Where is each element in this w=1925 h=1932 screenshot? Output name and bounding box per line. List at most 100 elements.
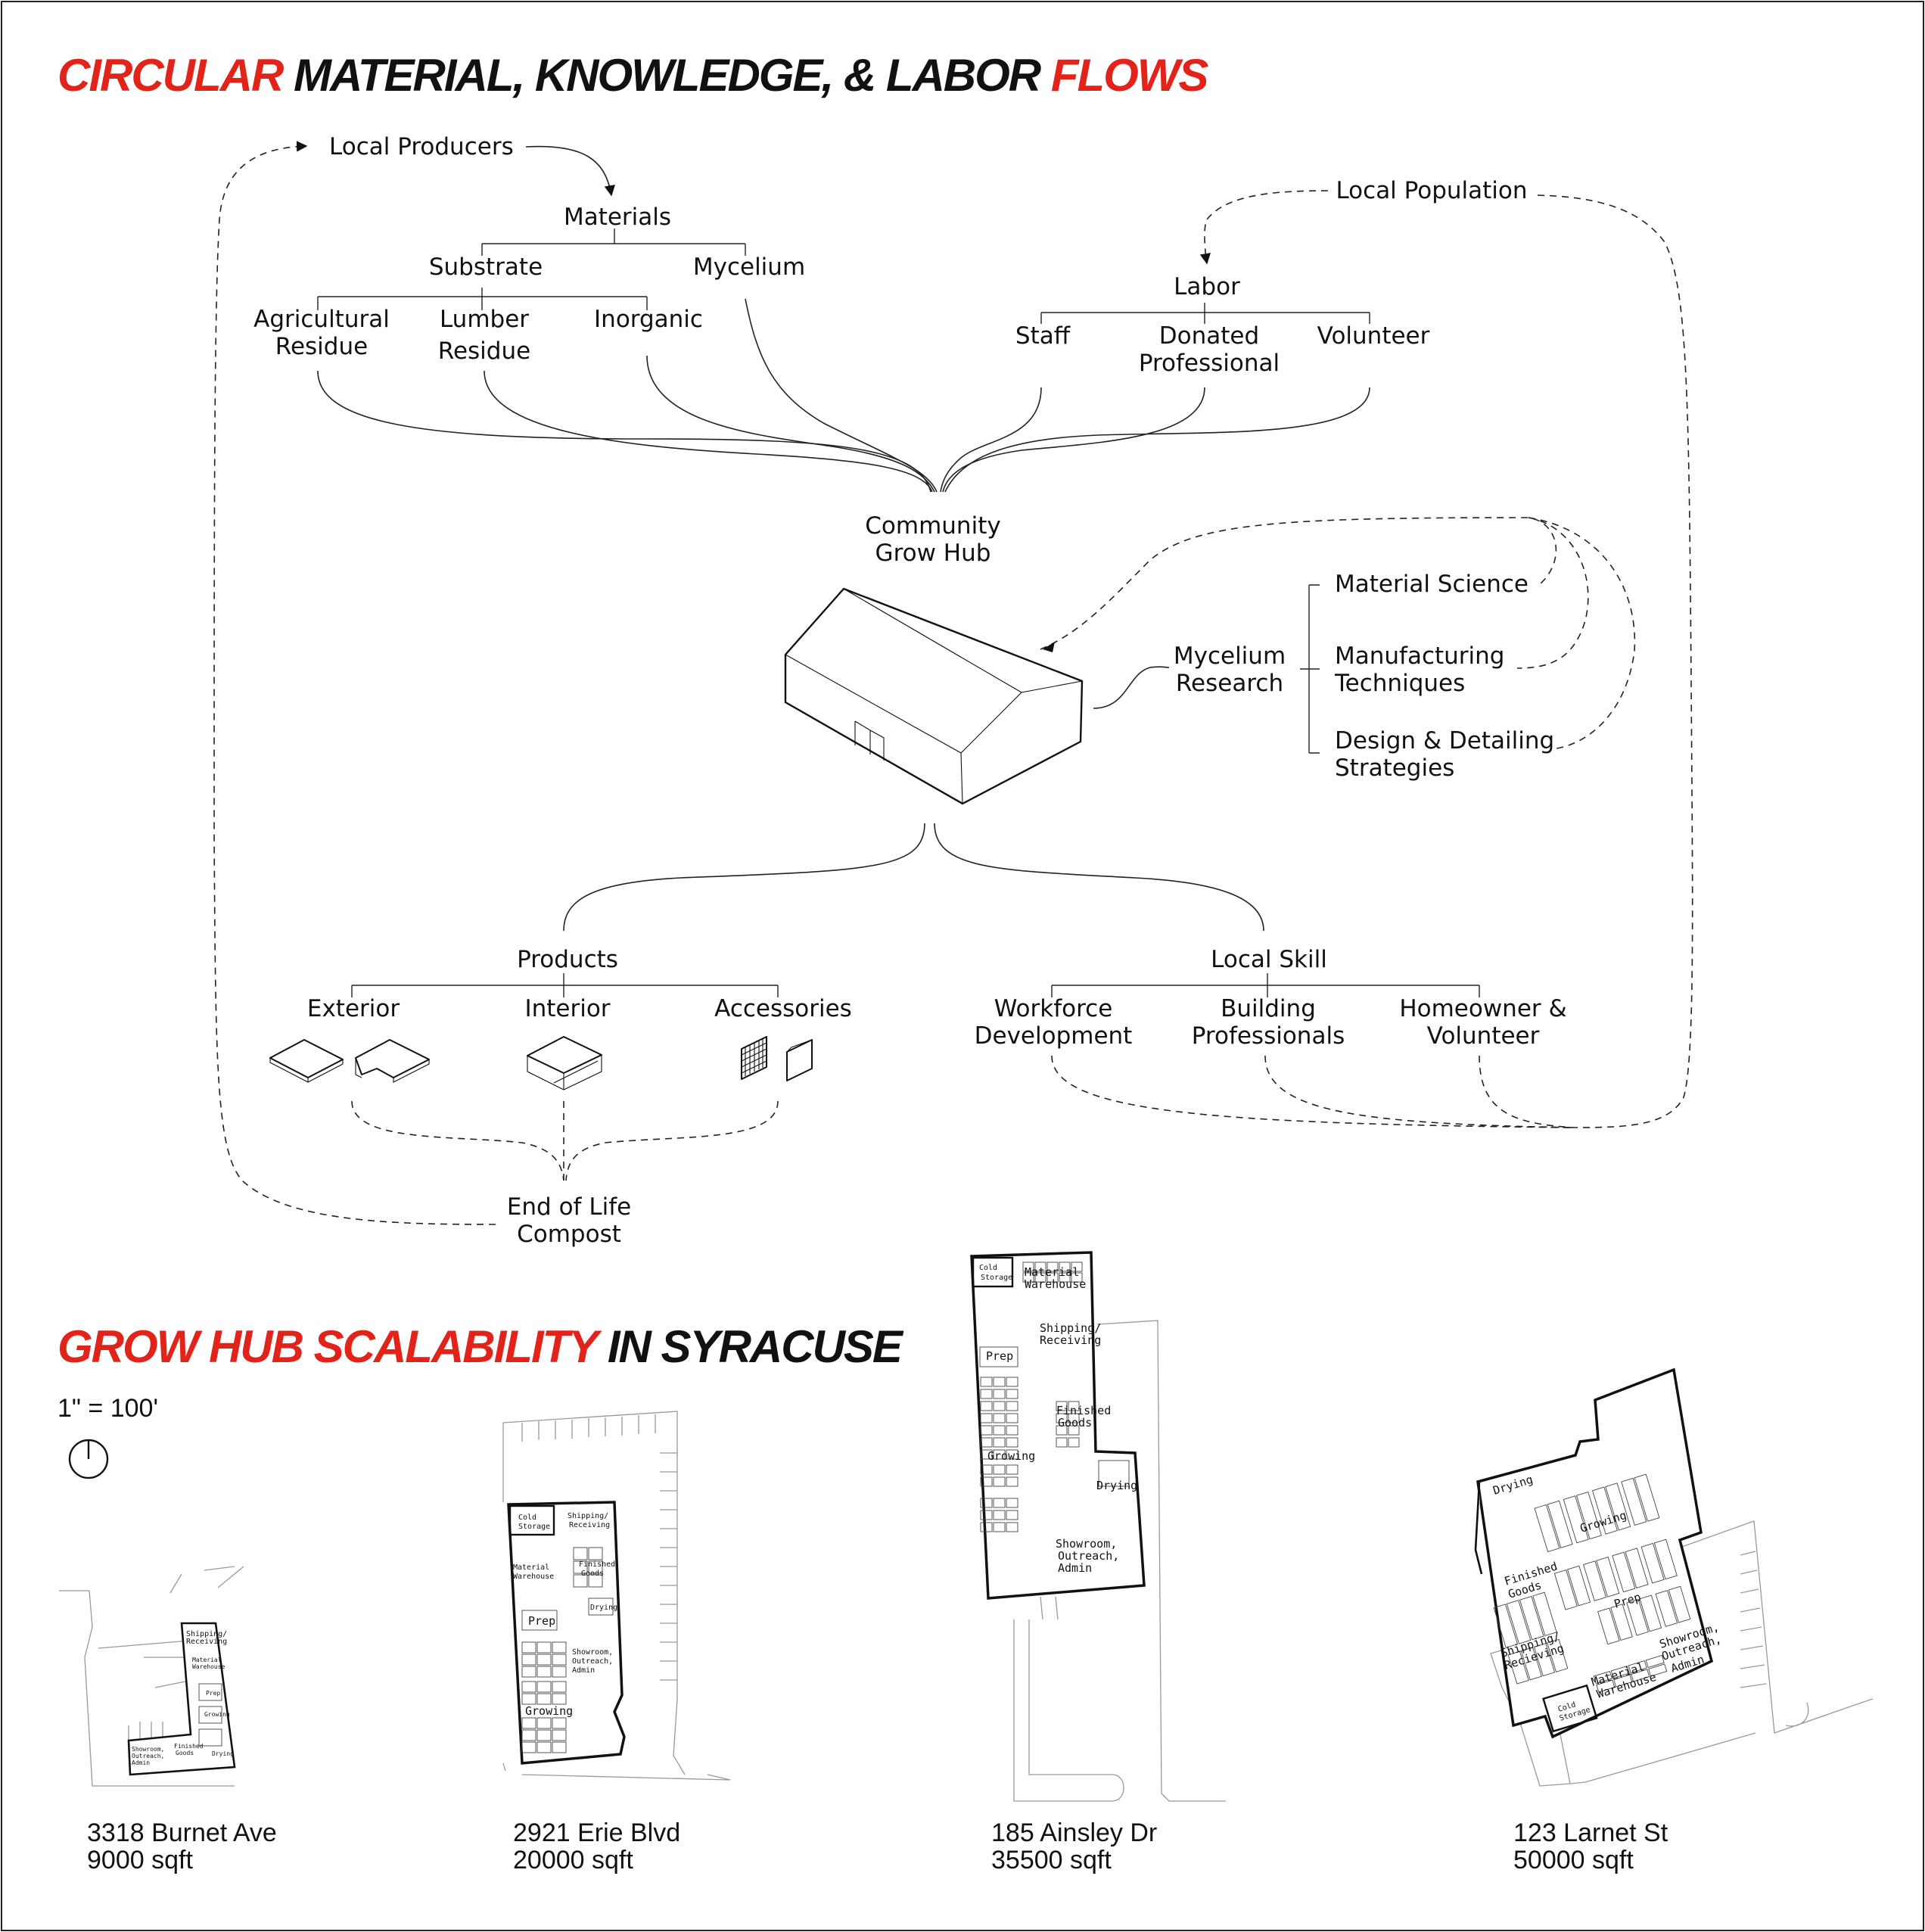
staff-label: Staff [1015, 322, 1071, 350]
local-skill-tree [1051, 973, 1480, 997]
volunteer-curve [944, 387, 1370, 493]
burnet-finished-1: Finished [174, 1743, 204, 1750]
donated-professional-label-1: Donated [1159, 322, 1259, 350]
local-skill-to-population-loop [1537, 194, 1693, 1128]
building-professionals-label-2: Professionals [1192, 1022, 1345, 1050]
manufacturing-label-2: Techniques [1334, 670, 1465, 697]
erie-finished-2: Goods [581, 1570, 604, 1578]
flows-heading-red-1: CIRCULAR [58, 50, 284, 101]
workforce-label-2: Development [975, 1022, 1133, 1050]
compost-to-producers-loop [213, 141, 496, 1225]
lumber-residue-label-1: Lumber [440, 306, 529, 333]
hub-to-products-curve [563, 823, 925, 932]
professionals-to-loop [1264, 1055, 1575, 1128]
substrate-label: Substrate [429, 254, 543, 281]
labor-tree [1040, 303, 1370, 324]
end-of-life-label-1: End of Life [507, 1193, 631, 1221]
erie-warehouse-1: Material [513, 1563, 549, 1572]
inorganic-curve [646, 355, 935, 493]
substrate-tree [317, 288, 648, 310]
interior-panel-icon [527, 1036, 602, 1090]
workforce-label-1: Workforce [994, 995, 1113, 1022]
burnet-showroom-2: Outreach, [132, 1753, 164, 1759]
local-producers-label: Local Producers [329, 133, 514, 160]
accessories-label: Accessories [714, 995, 852, 1022]
local-population-label: Local Population [1336, 177, 1527, 204]
ag-residue-curve [317, 370, 931, 493]
ainsley-showroom-2: Outreach, [1058, 1549, 1119, 1563]
erie-warehouse-2: Warehouse [513, 1573, 554, 1581]
design-label-1: Design & Detailing [1335, 727, 1554, 754]
materials-label: Materials [564, 204, 671, 231]
site-2-area: 20000 sqft [513, 1846, 633, 1874]
research-bracket [1300, 584, 1320, 754]
burnet-shipping-2: Receiving [186, 1638, 227, 1646]
erie-cold-2: Storage [518, 1523, 550, 1531]
flow-labels: Local Producers Materials Substrate Myce… [253, 133, 1567, 1248]
homeowner-to-loop [1479, 1055, 1575, 1128]
population-to-labor-arrow [1199, 190, 1329, 265]
site-3-area: 35500 sqft [991, 1846, 1112, 1874]
site-2-address: 2921 Erie Blvd [513, 1818, 680, 1847]
erie-showroom-2: Outreach, [572, 1657, 613, 1666]
ainsley-cold-1: Cold [979, 1264, 997, 1272]
materials-tree [481, 229, 746, 256]
site-plan-ainsley-dr: Cold Storage Material Warehouse Shipping… [970, 1251, 1226, 1802]
ainsley-shipping-1: Shipping/ [1040, 1321, 1101, 1335]
local-skill-label: Local Skill [1211, 946, 1327, 973]
hub-to-skill-curve [934, 823, 1264, 932]
mycelium-label: Mycelium [693, 254, 805, 281]
end-of-life-label-2: Compost [517, 1221, 621, 1248]
donated-professional-label-2: Professional [1139, 350, 1280, 377]
exterior-label: Exterior [307, 995, 400, 1022]
erie-growing: Growing [525, 1704, 573, 1718]
community-grow-hub-label-1: Community [865, 512, 1000, 540]
ainsley-growing: Growing [987, 1449, 1035, 1463]
burnet-prep: Prep [206, 1690, 220, 1697]
flows-heading-black: MATERIAL, KNOWLEDGE, & LABOR [282, 50, 1051, 101]
community-grow-hub-label-2: Grow Hub [875, 540, 991, 567]
ainsley-cold-2: Storage [981, 1274, 1012, 1282]
interior-label: Interior [524, 995, 610, 1022]
ainsley-drying: Drying [1096, 1479, 1137, 1492]
ainsley-showroom-3: Admin [1058, 1561, 1092, 1575]
mycelium-research-label-1: Mycelium [1174, 642, 1286, 670]
erie-shipping-2: Receiving [569, 1521, 610, 1529]
accessories-to-compost [565, 1100, 779, 1181]
hub-to-research-curve [1093, 666, 1170, 709]
north-arrow-icon [68, 1439, 109, 1479]
labor-label: Labor [1174, 273, 1240, 300]
lumber-residue-label-2: Residue [438, 338, 530, 365]
producers-to-materials-arrow [525, 145, 615, 197]
erie-showroom-1: Showroom, [572, 1648, 613, 1657]
ainsley-warehouse-2: Warehouse [1025, 1277, 1086, 1291]
ainsley-finished-2: Goods [1058, 1416, 1092, 1430]
workforce-to-loop [1051, 1055, 1575, 1128]
flow-connectors [213, 141, 1693, 1225]
flows-heading: CIRCULAR MATERIAL, KNOWLEDGE, & LABOR FL… [58, 50, 1208, 101]
donated-curve [942, 387, 1205, 493]
burnet-warehouse-2: Warehouse [192, 1663, 225, 1670]
scalability-heading-red: GROW HUB SCALABILITY [58, 1321, 602, 1372]
burnet-shipping-1: Shipping/ [186, 1630, 227, 1638]
lumber-curve [484, 370, 933, 493]
building-professionals-label-1: Building [1221, 995, 1316, 1022]
ainsley-prep: Prep [986, 1349, 1013, 1363]
design-loop [1528, 517, 1636, 750]
erie-cold-1: Cold [518, 1514, 536, 1522]
erie-drying: Drying [590, 1604, 617, 1612]
agricultural-residue-label-2: Residue [275, 333, 368, 360]
material-science-label: Material Science [1335, 571, 1528, 598]
flows-heading-red-2: FLOWS [1051, 50, 1209, 101]
volunteer-label: Volunteer [1317, 322, 1430, 350]
site-3-address: 185 Ainsley Dr [991, 1818, 1157, 1847]
erie-finished-1: Finished [579, 1560, 615, 1569]
accessories-panel-icon [786, 1039, 813, 1081]
products-label: Products [517, 946, 618, 973]
erie-shipping-1: Shipping/ [568, 1512, 608, 1520]
site-1-area: 9000 sqft [87, 1846, 193, 1874]
site-4-area: 50000 sqft [1513, 1846, 1634, 1874]
homeowner-label-1: Homeowner & [1399, 995, 1566, 1022]
